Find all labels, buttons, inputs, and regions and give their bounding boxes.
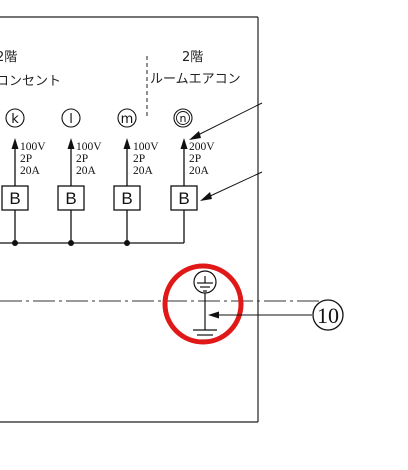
- left-heading-label: コンセント: [0, 74, 61, 89]
- spec-current: 20A: [189, 165, 210, 177]
- breaker-label: B: [121, 189, 132, 208]
- callout-circle: [312, 299, 344, 331]
- breaker-label: B: [65, 189, 76, 208]
- leader-arrow-upper-icon: [189, 131, 201, 140]
- leader-arrow-lower-icon: [200, 192, 212, 201]
- circuit-label-circle: [5, 108, 25, 128]
- circuit-letter: l: [69, 112, 73, 127]
- ground-terminal-icon: [193, 270, 217, 294]
- breaker-box: [1, 185, 29, 211]
- left-heading-floor: 2階: [0, 50, 17, 65]
- arrow-head-icon: [123, 138, 131, 149]
- arrow-head-icon: [180, 138, 188, 149]
- right-heading-floor: 2階: [182, 50, 203, 65]
- breaker-box: [113, 185, 141, 211]
- spec-current: 20A: [133, 165, 154, 177]
- spec-voltage: 100V: [20, 141, 46, 153]
- circuit-label-circle: [117, 108, 137, 128]
- leader-line-lower: [207, 171, 263, 198]
- circuit-label-circle: [61, 108, 81, 128]
- spec-current: 20A: [76, 165, 97, 177]
- spec-poles: 2P: [189, 153, 201, 165]
- callout-number: 10: [317, 303, 339, 328]
- spec-current: 20A: [20, 165, 41, 177]
- arrow-head-icon: [67, 138, 75, 149]
- breaker-label: B: [9, 189, 20, 208]
- breaker-box: [170, 185, 198, 211]
- circuit-l: l 100V 2P 20A B: [57, 108, 102, 246]
- circuit-label-inner-circle: [176, 111, 190, 125]
- arrow-head-icon: [11, 138, 19, 149]
- spec-voltage: 100V: [133, 141, 159, 153]
- circuit-m: m 100V 2P 20A B: [113, 108, 159, 246]
- right-heading-label: ルームエアコン: [150, 72, 241, 87]
- spec-poles: 2P: [20, 153, 32, 165]
- breaker-label: B: [178, 189, 189, 208]
- spec-poles: 2P: [133, 153, 145, 165]
- circuit-k: k 100V 2P 20A B: [1, 108, 46, 246]
- circuit-letter: m: [121, 112, 134, 127]
- circuit-label-circle: [173, 108, 193, 128]
- breaker-box: [57, 185, 85, 211]
- circuit-letter: k: [11, 112, 19, 127]
- callout-arrow-icon: [208, 311, 219, 319]
- highlight-ring: [162, 263, 244, 345]
- leader-line-upper: [195, 102, 263, 137]
- circuit-n: n 200V 2P 20A B: [170, 108, 215, 230]
- spec-voltage: 100V: [76, 141, 102, 153]
- circuit-letter: n: [180, 112, 187, 125]
- spec-poles: 2P: [76, 153, 88, 165]
- spec-voltage: 200V: [189, 141, 215, 153]
